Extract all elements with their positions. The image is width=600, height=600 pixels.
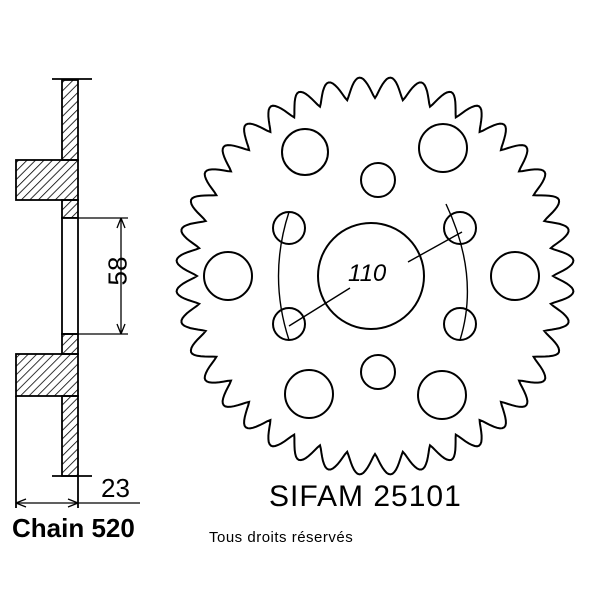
lightening-hole <box>418 123 468 173</box>
bolt-circle-arc-left <box>277 211 290 341</box>
side-lower-hub <box>15 353 79 397</box>
bolt-hole <box>443 307 477 341</box>
brand-part-number: SIFAM 25101 <box>269 480 462 513</box>
sprocket-tooth-outline <box>175 76 575 476</box>
side-upper-web <box>61 79 79 161</box>
bolt-circle-leader <box>288 287 351 327</box>
hub-offset-label: 58 <box>102 256 133 286</box>
small-hole <box>360 162 396 198</box>
bolt-circle-leader <box>407 231 463 263</box>
copyright-notice: Tous droits réservés <box>209 529 354 546</box>
sprocket-front-view <box>175 76 575 476</box>
bolt-circle-arc-right <box>445 203 469 341</box>
lightening-hole <box>490 251 540 301</box>
lightening-hole <box>417 370 467 420</box>
side-lower-inner-web <box>61 333 79 355</box>
side-upper-hub <box>15 159 79 201</box>
small-hole <box>360 354 396 390</box>
lightening-hole <box>284 369 334 419</box>
dimension-58 <box>78 217 128 335</box>
tooth-width-label: 23 <box>101 473 130 503</box>
bolt-hole <box>272 307 306 341</box>
bolt-circle-diameter-label: 110 <box>348 260 387 287</box>
dimension-23 <box>15 498 140 508</box>
bolt-hole <box>443 211 477 245</box>
side-upper-inner-web <box>61 199 79 219</box>
center-bore <box>317 222 425 330</box>
side-lower-web <box>61 395 79 477</box>
side-view <box>15 78 92 508</box>
chain-size-label: Chain 520 <box>12 513 135 543</box>
bolt-hole <box>272 211 306 245</box>
lightening-hole <box>281 128 329 176</box>
lightening-hole <box>203 251 253 301</box>
side-bore <box>61 217 79 335</box>
